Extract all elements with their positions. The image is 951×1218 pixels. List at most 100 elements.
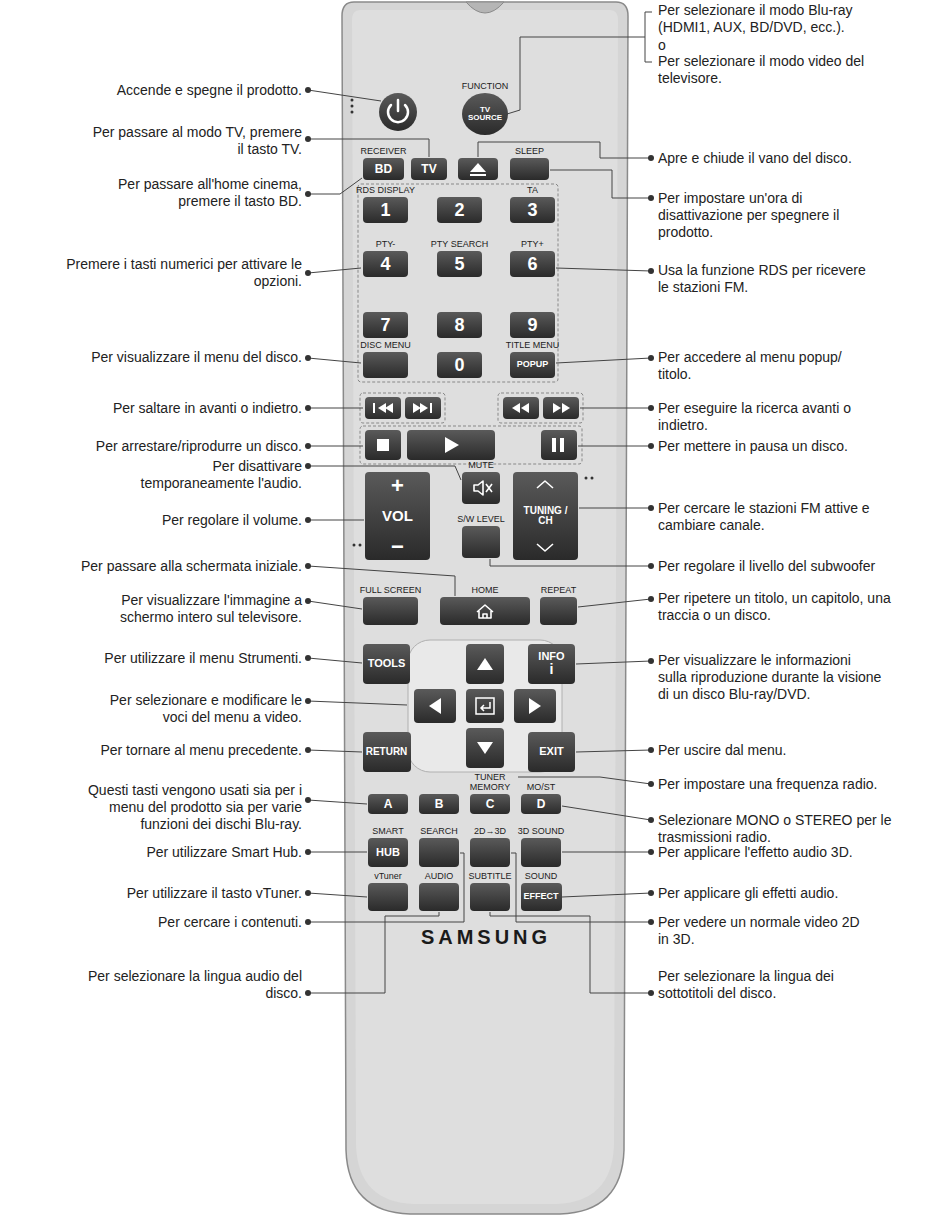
callout-label: Per selezionare la lingua dei sottotitol… xyxy=(658,968,858,1002)
button-caption: SUBTITLE xyxy=(468,871,511,881)
leader-line xyxy=(308,90,381,101)
indicator-dot xyxy=(591,477,594,480)
callout-label: Per regolare il volume. xyxy=(42,512,302,529)
callout-label: Accende e spegne il prodotto. xyxy=(42,82,302,99)
callout-label: Usa la funzione RDS per ricevere le staz… xyxy=(658,262,878,296)
leader-dot xyxy=(305,598,311,604)
remote-button: 0 xyxy=(437,352,482,378)
button-text: 8 xyxy=(454,316,464,335)
leader-line xyxy=(556,268,651,271)
remote-button: SEARCH xyxy=(419,838,459,867)
button-symbol xyxy=(477,742,493,754)
callout-label: Per disattivare temporaneamente l'audio. xyxy=(127,458,302,492)
callout-label: Per cercare le stazioni FM attive e camb… xyxy=(658,500,888,534)
button-text: − xyxy=(391,535,404,558)
button-caption: TUNER MEMORY xyxy=(466,772,514,792)
remote-button: B xyxy=(419,794,459,814)
button-symbol xyxy=(429,698,441,714)
button-caption: FULL SCREEN xyxy=(360,585,422,595)
button-text: TOOLS xyxy=(368,658,406,670)
callout-label: Per applicare gli effetti audio. xyxy=(658,885,943,902)
leader-line xyxy=(308,852,367,853)
button-caption: S/W LEVEL xyxy=(457,514,505,524)
remote-button: SMARTHUB xyxy=(368,838,408,867)
indicator-dot xyxy=(359,544,362,547)
leader-dot xyxy=(305,136,311,142)
brand-logo: SAMSUNG xyxy=(340,926,632,949)
leader-line xyxy=(308,139,429,157)
leader-dot xyxy=(648,919,654,925)
button-text: HUB xyxy=(376,847,400,859)
leader-line xyxy=(308,701,407,705)
button-symbol xyxy=(486,484,492,492)
button-text: 0 xyxy=(454,356,464,375)
leader-line xyxy=(562,893,651,897)
leader-line xyxy=(507,37,645,114)
button-caption: vTuner xyxy=(374,871,402,881)
leader-dot xyxy=(648,355,654,361)
button-face xyxy=(407,430,495,460)
button-symbol xyxy=(553,403,561,413)
callout-label: Per accedere al menu popup/ titolo. xyxy=(658,349,843,383)
button-text: TUNING / CH xyxy=(524,506,568,527)
callout-label: Per uscire dal menu. xyxy=(658,742,943,759)
button-text: VOL xyxy=(382,508,413,524)
button-text: D xyxy=(537,798,546,811)
callout-label: Premere i tasti numerici per attivare le… xyxy=(47,256,302,290)
callout-label: Per applicare l'effetto audio 3D. xyxy=(658,844,943,861)
remote-button: TITLE MENUPOPUP xyxy=(510,352,555,378)
remote-button: EXIT xyxy=(528,732,575,772)
stop-button xyxy=(365,430,401,460)
callout-label: Per visualizzare l'immagine a schermo in… xyxy=(87,592,302,626)
leader-line xyxy=(578,446,651,447)
leader-dot xyxy=(305,990,311,996)
button-face xyxy=(466,689,504,723)
callout-label: Per regolare il livello del subwoofer xyxy=(658,558,943,575)
remote-button: REPEAT xyxy=(540,597,577,625)
button-icon xyxy=(462,472,500,504)
leader-dot xyxy=(648,817,654,823)
button-caption: MUTE xyxy=(468,460,494,470)
remote-button: SLEEP xyxy=(510,158,549,180)
leader-dot xyxy=(648,405,654,411)
leader-dot xyxy=(305,919,311,925)
remote-button: 9 xyxy=(510,312,555,338)
indicator-dot xyxy=(351,105,354,108)
leader-dot xyxy=(648,658,654,664)
remote-button: 3D SOUND xyxy=(521,838,561,867)
button-symbol xyxy=(552,438,556,452)
callout-label: Per selezionare il modo video del televi… xyxy=(658,53,883,87)
button-symbol xyxy=(474,481,483,495)
previous-button xyxy=(365,397,401,419)
remote-button: FULL SCREEN xyxy=(363,597,418,625)
button-symbol xyxy=(378,403,386,413)
remote-button: +VOL− xyxy=(365,472,430,560)
button-face xyxy=(365,397,401,419)
button-face xyxy=(503,397,539,419)
leader-dot xyxy=(305,443,311,449)
remote-button: FUNCTIONTV SOURCE xyxy=(462,93,508,135)
leader-dot xyxy=(305,355,311,361)
remote-button: vTuner xyxy=(368,883,408,911)
button-text: A xyxy=(384,798,393,811)
remote-button: DISC MENU xyxy=(363,352,408,378)
pause-button xyxy=(541,430,577,460)
leader-dot xyxy=(305,849,311,855)
leader-dot xyxy=(305,87,311,93)
button-text: RETURN xyxy=(366,747,408,758)
leader-line xyxy=(578,599,651,607)
leader-line xyxy=(490,912,651,993)
forward-button xyxy=(543,397,579,419)
button-face xyxy=(458,158,498,180)
callout-label: Per ripetere un titolo, un capitolo, una… xyxy=(658,590,893,624)
button-text: 6 xyxy=(527,255,537,274)
callout-label: Questi tasti vengono usati sia per i men… xyxy=(67,782,302,833)
button-caption: SEARCH xyxy=(420,826,458,836)
button-caption: 2D→3D xyxy=(474,826,506,836)
power-button xyxy=(379,93,417,131)
indicator-dot xyxy=(585,477,588,480)
button-caption: 3D SOUND xyxy=(518,826,565,836)
leader-line xyxy=(576,750,651,752)
leader-line xyxy=(562,806,651,820)
leader-dot xyxy=(648,596,654,602)
